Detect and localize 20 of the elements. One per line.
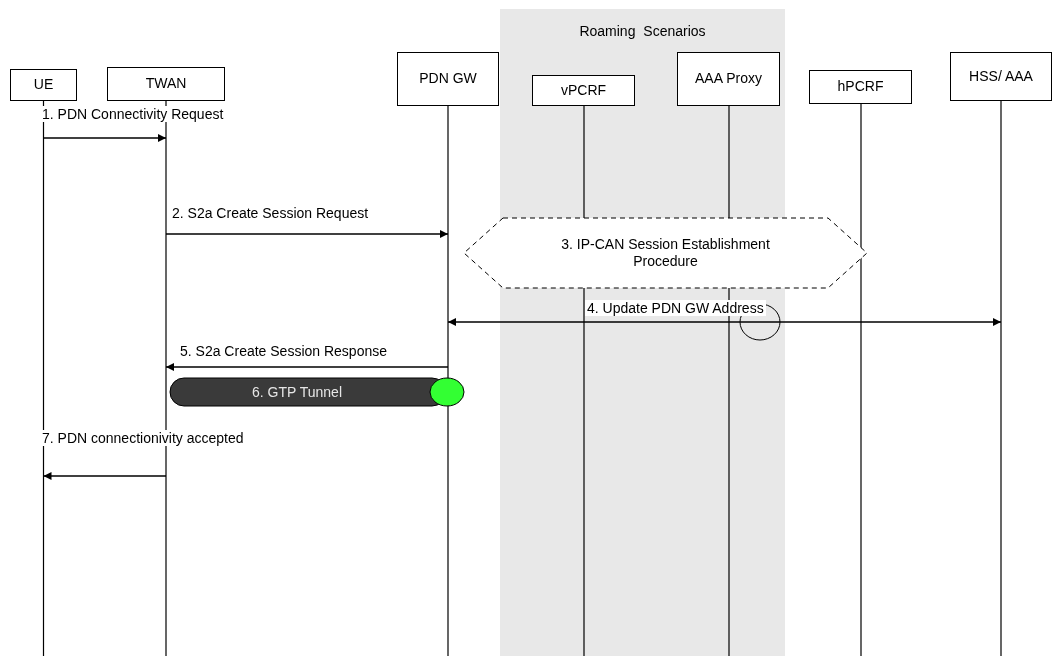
message-label: 5. S2a Create Session Response xyxy=(178,343,389,360)
entity-box: vPCRF xyxy=(532,75,635,106)
entity-box: AAA Proxy xyxy=(677,52,780,106)
message-label: 2. S2a Create Session Request xyxy=(170,205,371,222)
tunnel-label: 6. GTP Tunnel xyxy=(252,384,342,400)
entity-box: UE xyxy=(10,69,77,101)
entity-box: PDN GW xyxy=(397,52,499,106)
message-arrow xyxy=(165,363,449,371)
message-label: 7. PDN connectionivity accepted xyxy=(40,430,246,447)
message-label: 4. Update PDN GW Address xyxy=(585,300,766,317)
region-title: Roaming Scenarios xyxy=(578,23,707,39)
message-arrow xyxy=(447,318,1002,326)
message-label: 1. PDN Connectivity Request xyxy=(40,106,226,123)
message-arrow xyxy=(42,134,167,142)
message-arrow xyxy=(165,230,449,238)
entity-box: TWAN xyxy=(107,67,225,101)
procedure-label: 3. IP-CAN Session Establishment Procedure xyxy=(560,235,771,271)
message-arrow xyxy=(42,472,167,480)
entity-box: HSS/ AAA xyxy=(950,52,1052,101)
entity-box: hPCRF xyxy=(809,70,912,104)
